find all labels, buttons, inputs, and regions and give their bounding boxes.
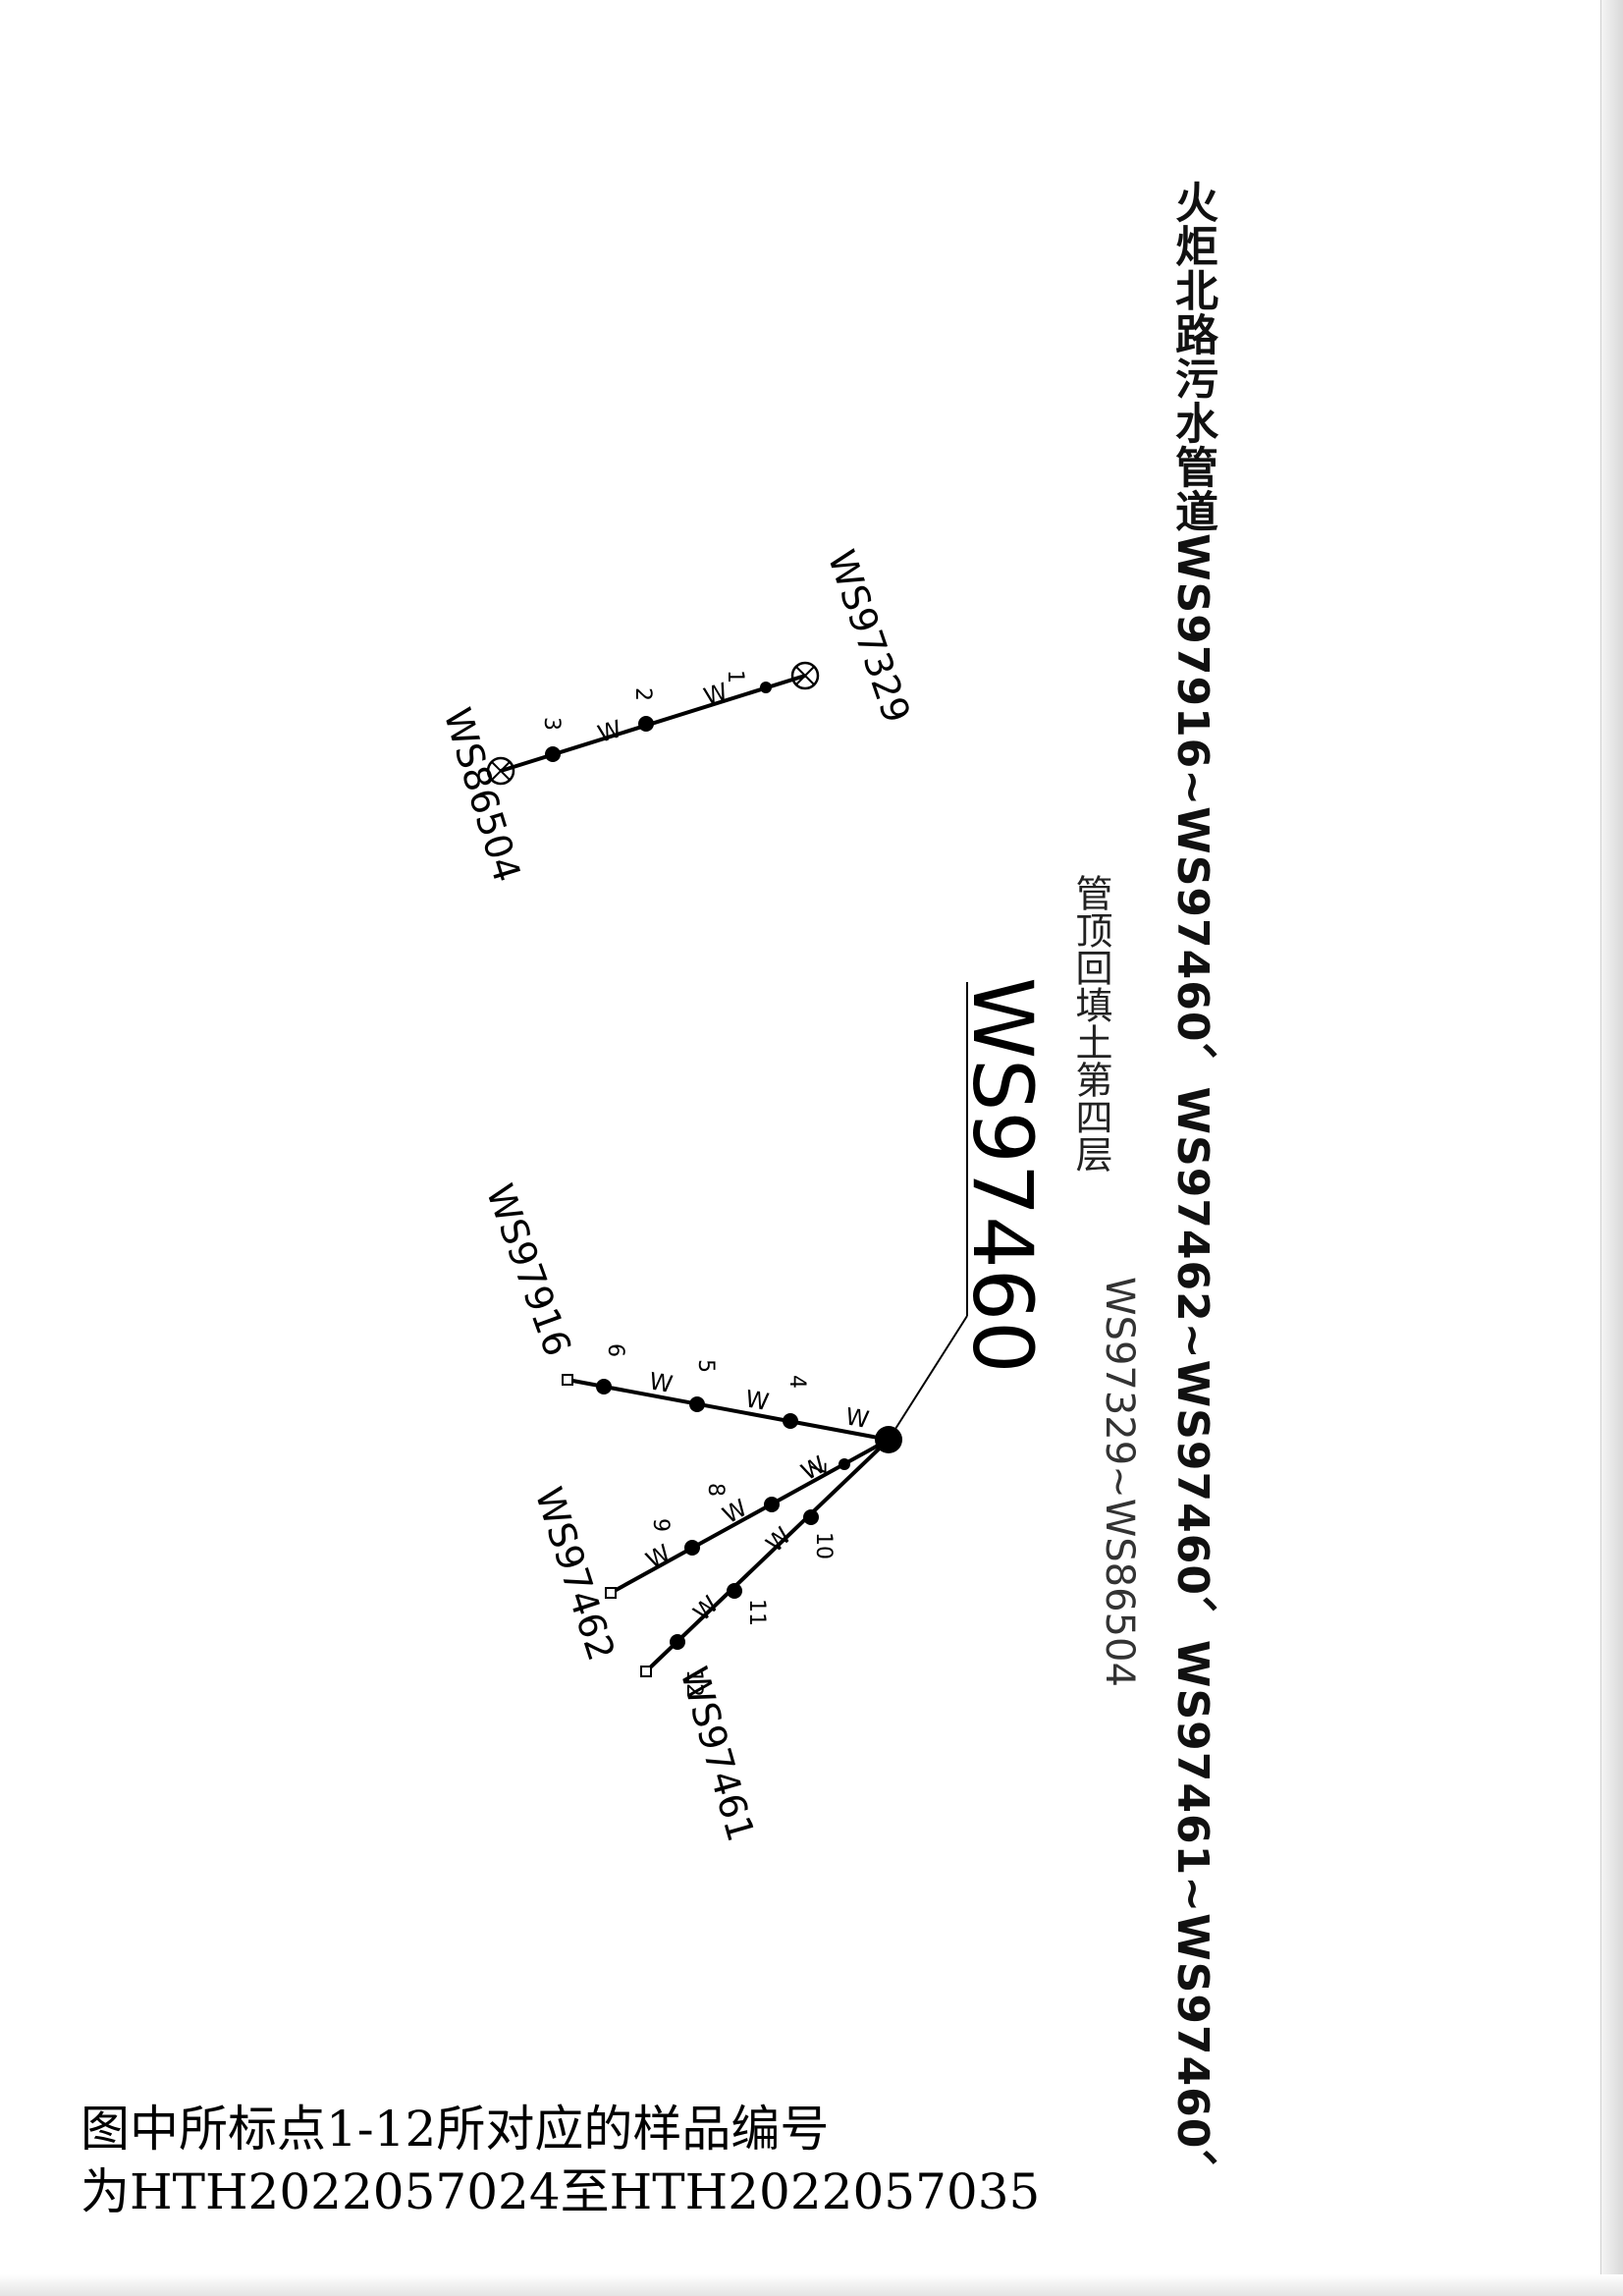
sample-dot-11 [727,1583,742,1599]
pipe-markers: W W W W W W W W W W [595,678,872,1626]
sample-numbers: 1 2 3 4 5 6 7 8 9 10 11 12 [539,670,836,1697]
layer-subtitle: 管顶回填土第四层 [1069,874,1112,1173]
sample-dot-8 [764,1497,780,1512]
manhole-label-97329: WS97329 [819,545,918,729]
pipe-marker-w: W [641,1539,675,1574]
caption-line-1: 图中所标点1-12所对应的样品编号 [81,2101,830,2158]
manhole-symbol-86504 [486,756,515,786]
manhole-label-97462: WS97462 [526,1482,622,1666]
sample-number-7: 7 [804,1461,829,1475]
sample-number-12: 12 [681,1669,706,1697]
sample-caption: 图中所标点1-12所对应的样品编号 为HTH2022057024至HTH2022… [81,2098,1180,2223]
pipe-marker-w: W [718,1494,751,1529]
branch-end-markers [562,1374,652,1677]
sample-dot-9 [684,1540,700,1556]
sample-number-4: 4 [784,1375,809,1389]
pipe-marker-w: W [647,1367,675,1398]
sample-dot-12 [670,1634,685,1650]
main-manhole-group [875,982,968,1453]
branch-97461 [644,1438,891,1673]
leader-line [888,1315,968,1441]
pipe-marker-w: W [688,1591,725,1627]
sample-dot-2 [638,716,654,732]
branch-97916 [567,1378,890,1442]
manhole-label-main: WS97460 [954,977,1051,1374]
pipe-marker-w: W [761,1522,797,1558]
drawing-title: 火炬北路污水管道WS97916~WS97460、WS97462~WS97460、… [1167,180,1217,2194]
manhole-label-97461: WS97461 [672,1662,763,1846]
pipe-marker-w: W [843,1402,871,1434]
manhole-label-97916: WS97916 [478,1178,580,1362]
sample-dot-5 [689,1396,705,1412]
paper-edge-right [1600,0,1623,2296]
sample-number-3: 3 [539,717,564,731]
pipe-marker-w: W [595,715,625,748]
manhole-label-86504: WS86504 [435,703,528,887]
sample-number-10: 10 [811,1532,836,1559]
paper-edge-bottom [0,2274,1623,2296]
sample-number-9: 9 [648,1518,673,1532]
manhole-symbol-97329 [790,661,820,690]
sample-dot-10 [803,1509,819,1525]
drawing-title-handwritten: WS97329~WS86504 [1097,1277,1142,1687]
pipe-marker-w: W [743,1385,771,1416]
sample-number-6: 6 [603,1343,627,1357]
sample-dot-1 [760,682,772,693]
caption-line-2: 为HTH2022057024至HTH2022057035 [81,2163,1041,2220]
sample-dots [545,682,850,1650]
end-marker-97916 [562,1374,573,1386]
sample-dot-7 [839,1458,850,1470]
sample-number-1: 1 [723,670,747,683]
sample-number-8: 8 [703,1483,728,1497]
sample-dot-6 [596,1379,612,1394]
sample-number-11: 11 [744,1599,769,1626]
manhole-labels: WS97460 WS97329 WS86504 WS97916 WS97462 … [435,545,1051,1846]
sample-dot-3 [545,746,561,762]
end-marker-97462 [605,1587,617,1599]
sample-dot-4 [783,1413,798,1429]
end-marker-97461 [640,1666,652,1677]
sample-number-5: 5 [693,1359,718,1373]
sample-number-2: 2 [630,687,655,701]
